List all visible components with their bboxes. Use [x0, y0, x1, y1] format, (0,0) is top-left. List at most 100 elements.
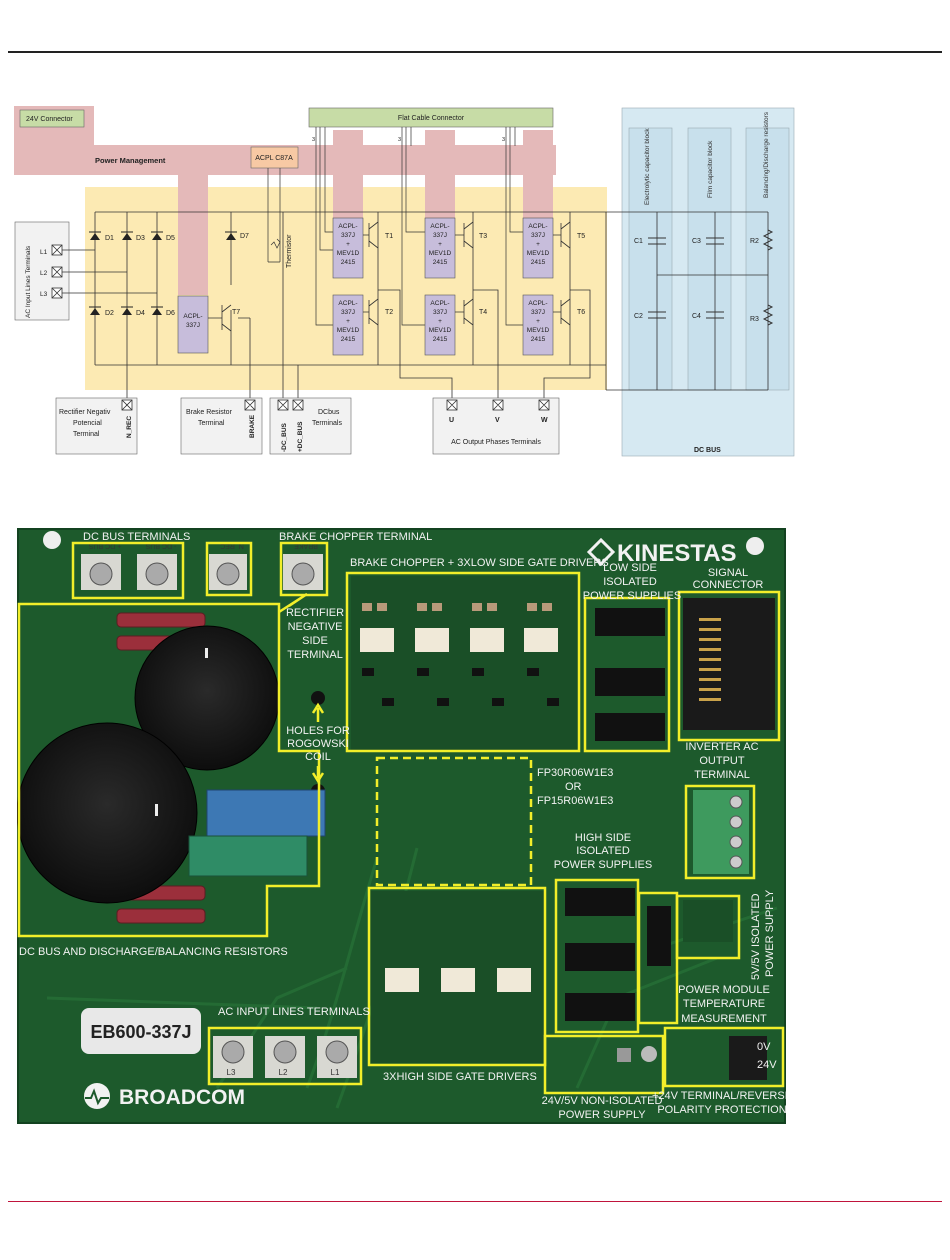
driver-label: 337J — [186, 322, 200, 329]
high-side-power-supplies — [565, 888, 635, 1021]
label-nonisolated: 24V/5V NON-ISOLATED — [542, 1095, 663, 1107]
flat-cable-box — [308, 107, 554, 128]
d5-label: D5 — [166, 235, 175, 242]
pointer-arrow-icon — [278, 592, 308, 614]
d6-label: D6 — [166, 310, 175, 317]
terminal-silk: L1 — [331, 1068, 340, 1077]
label-holes: HOLES FOR — [286, 725, 350, 737]
flat-cable-label: Flat Cable Connector — [398, 115, 465, 122]
r2-label: R2 — [750, 238, 759, 245]
power-management-label: Power Management — [95, 156, 166, 165]
d7-label: D7 — [240, 233, 249, 240]
driver-label: 337J — [341, 309, 355, 316]
mounting-hole — [43, 531, 61, 549]
kinestas-logo-text: KINESTAS — [617, 540, 737, 567]
diode-icon — [152, 233, 162, 240]
label-signal-connector: SIGNAL — [708, 567, 748, 579]
pointer-arrow-icon — [311, 766, 325, 784]
terminal-silk: N_REC — [220, 542, 244, 549]
t1-label: T1 — [385, 233, 393, 240]
transistor-icon — [553, 221, 571, 249]
low-side-power-supplies — [595, 608, 665, 741]
label-rectifier: TERMINAL — [287, 649, 343, 661]
r3-label: R3 — [750, 316, 759, 323]
terminal-silk: L3 — [227, 1068, 236, 1077]
transistor-icon — [363, 221, 379, 249]
dcbus-terminal-label: DCbus — [318, 409, 340, 416]
rectifier-terminal-label: Rectifier Negativ — [59, 409, 111, 416]
label-rectifier: RECTIFIER — [286, 607, 344, 619]
u-label: U — [449, 417, 454, 424]
pointer-arrow-icon — [311, 702, 325, 722]
neg-dc-bus-label: -DC_BUS — [281, 422, 288, 452]
capacitor-icon — [648, 311, 666, 319]
label-low-side: ISOLATED — [603, 576, 657, 588]
t3-label: T3 — [479, 233, 487, 240]
brake-terminal-label: Terminal — [198, 420, 225, 427]
driver-label: + — [438, 241, 442, 248]
driver-label: + — [346, 318, 350, 325]
driver-label: ACPL- — [338, 300, 357, 307]
ac-input-screw-terminals — [213, 1036, 357, 1078]
rectifier-terminal-label: Terminal — [73, 431, 100, 438]
label-high-side: POWER SUPPLIES — [554, 859, 652, 871]
label-signal-connector: CONNECTOR — [693, 579, 764, 591]
footer-rule — [8, 1201, 942, 1202]
driver-label: 337J — [433, 309, 447, 316]
label-inverter-output: OUTPUT — [699, 755, 745, 767]
board-name-sticker — [81, 1008, 201, 1054]
n-rec-label: N_REC — [126, 416, 133, 438]
diode-icon — [122, 233, 132, 240]
terminal-silk: L2 — [279, 1068, 288, 1077]
block-diagram: Electrolytic capacitor block Film capaci… — [14, 106, 795, 457]
driver-label: ACPL- — [338, 223, 357, 230]
t2-label: T2 — [385, 309, 393, 316]
brake-driver-box — [177, 295, 209, 354]
pin-label: 3 — [502, 137, 505, 143]
d4-label: D4 — [136, 310, 145, 317]
brake-label: BRAKE — [249, 414, 256, 438]
resistor-icon — [762, 304, 774, 326]
transistor-icon — [553, 298, 571, 326]
c2-label: C2 — [634, 313, 643, 320]
label-module: OR — [565, 781, 582, 793]
d3-label: D3 — [136, 235, 145, 242]
label-power-module-temp: POWER MODULE — [678, 984, 770, 996]
label-rectifier: SIDE — [302, 635, 328, 647]
pos-dc-bus-label: +DC_BUS — [297, 421, 304, 452]
t6-label: T6 — [577, 309, 585, 316]
driver-label: MEV1D — [429, 327, 452, 334]
label-inverter-output: INVERTER AC — [685, 741, 758, 753]
label-power-module-temp: TEMPERATURE — [683, 998, 765, 1010]
terminal-silk: - DC BUS — [145, 542, 176, 549]
diode-icon — [122, 308, 132, 315]
v-label: V — [495, 417, 500, 424]
broadcom-logo-icon — [84, 1083, 110, 1109]
driver-label: 337J — [531, 232, 545, 239]
signal-connector — [683, 598, 775, 730]
label-inverter-output: TERMINAL — [694, 769, 750, 781]
dcbus-terminal-label: Terminals — [312, 420, 342, 427]
diode-icon — [90, 233, 100, 240]
driver-label: MEV1D — [527, 250, 550, 257]
diode-icon — [90, 308, 100, 315]
resistors-label: Balancing/Discharge resistors — [763, 111, 770, 198]
diode-icon — [226, 233, 236, 240]
label-24v: 24V — [757, 1059, 777, 1071]
d2-label: D2 — [105, 310, 114, 317]
driver-label: + — [536, 318, 540, 325]
label-low-side: POWER SUPPLIES — [583, 590, 681, 602]
acpl-c87a-box — [250, 146, 299, 169]
cap-elec-label: Electrolytic capacitor block — [644, 128, 651, 205]
driver-label: MEV1D — [337, 327, 360, 334]
transistor-icon — [455, 221, 474, 249]
label-nonisolated: POWER SUPPLY — [558, 1109, 646, 1121]
c4-label: C4 — [692, 313, 701, 320]
l1-label: L1 — [40, 249, 48, 256]
electrolytic-capacitor — [17, 722, 198, 904]
label-high-side: HIGH SIDE — [575, 832, 631, 844]
driver-label: ACPL- — [430, 300, 449, 307]
kinestas-logo-icon — [586, 537, 616, 567]
transistor-icon — [363, 298, 379, 326]
t4-label: T4 — [479, 309, 487, 316]
